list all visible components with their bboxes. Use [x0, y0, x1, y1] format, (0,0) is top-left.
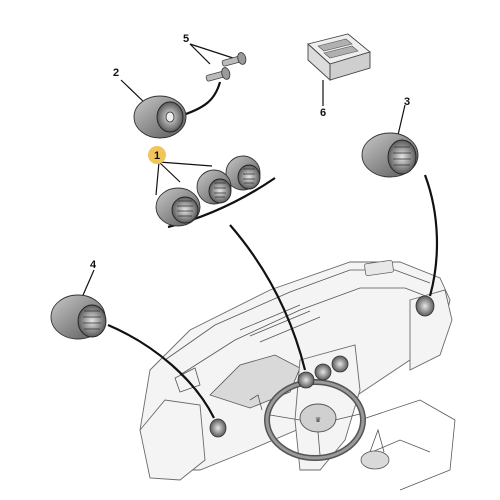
- callout-2-label: 2: [113, 67, 119, 79]
- vent-left: [50, 294, 107, 340]
- steering-wheel: ♛: [264, 379, 366, 461]
- dashboard-illustration: ♛: [139, 259, 456, 491]
- dash-vent-center-right: [297, 371, 315, 389]
- clip-kit-box: [307, 33, 371, 82]
- vent-right: [361, 132, 419, 178]
- callout-4-label: 4: [90, 259, 97, 271]
- callout-1: 1: [148, 146, 166, 164]
- dash-vent-center-middle: [331, 355, 349, 373]
- vent-group-center: [155, 155, 261, 227]
- dash-vent-left-side: [209, 418, 227, 438]
- callout-6-label: 6: [320, 107, 326, 119]
- dash-vent-center-left: [314, 363, 332, 381]
- svg-text:♛: ♛: [315, 416, 321, 424]
- leader-lines: [79, 43, 439, 419]
- vent-single-center: [133, 95, 187, 139]
- dash-vent-right-side: [415, 295, 435, 317]
- callout-3-label: 3: [404, 96, 410, 108]
- callout-1-highlight: [148, 146, 166, 164]
- callout-1-label: 1: [154, 150, 160, 162]
- callout-5-label: 5: [183, 33, 189, 45]
- clips: [205, 52, 247, 82]
